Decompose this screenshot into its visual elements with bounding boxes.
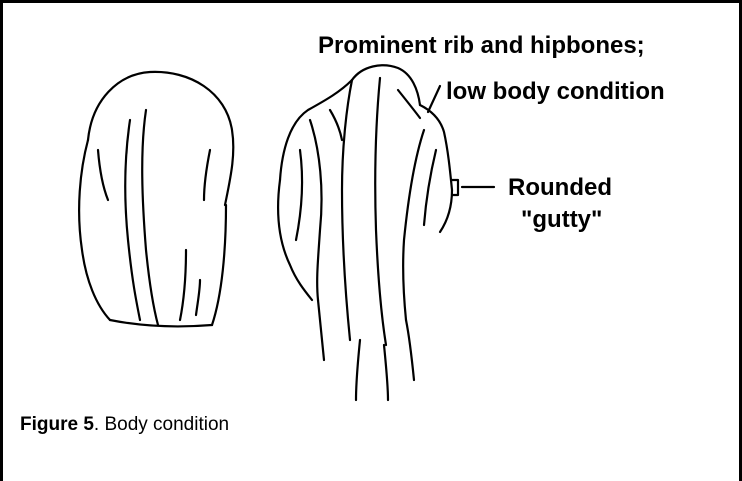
right-horse-drawing xyxy=(278,65,452,400)
hipbone-annotation-line1: Prominent rib and hipbones; xyxy=(318,32,645,60)
gutty-annotation-line2: "gutty" xyxy=(521,206,602,234)
figure-caption-label: Figure 5 xyxy=(20,414,94,435)
gutty-annotation-line1: Rounded xyxy=(508,174,612,202)
left-horse-drawing xyxy=(79,72,233,327)
hipbone-leader-line xyxy=(428,86,440,112)
figure-caption: Figure 5. Body condition xyxy=(20,414,229,436)
hipbone-annotation-line2: low body condition xyxy=(446,78,665,106)
figure-caption-text: . Body condition xyxy=(94,414,229,435)
